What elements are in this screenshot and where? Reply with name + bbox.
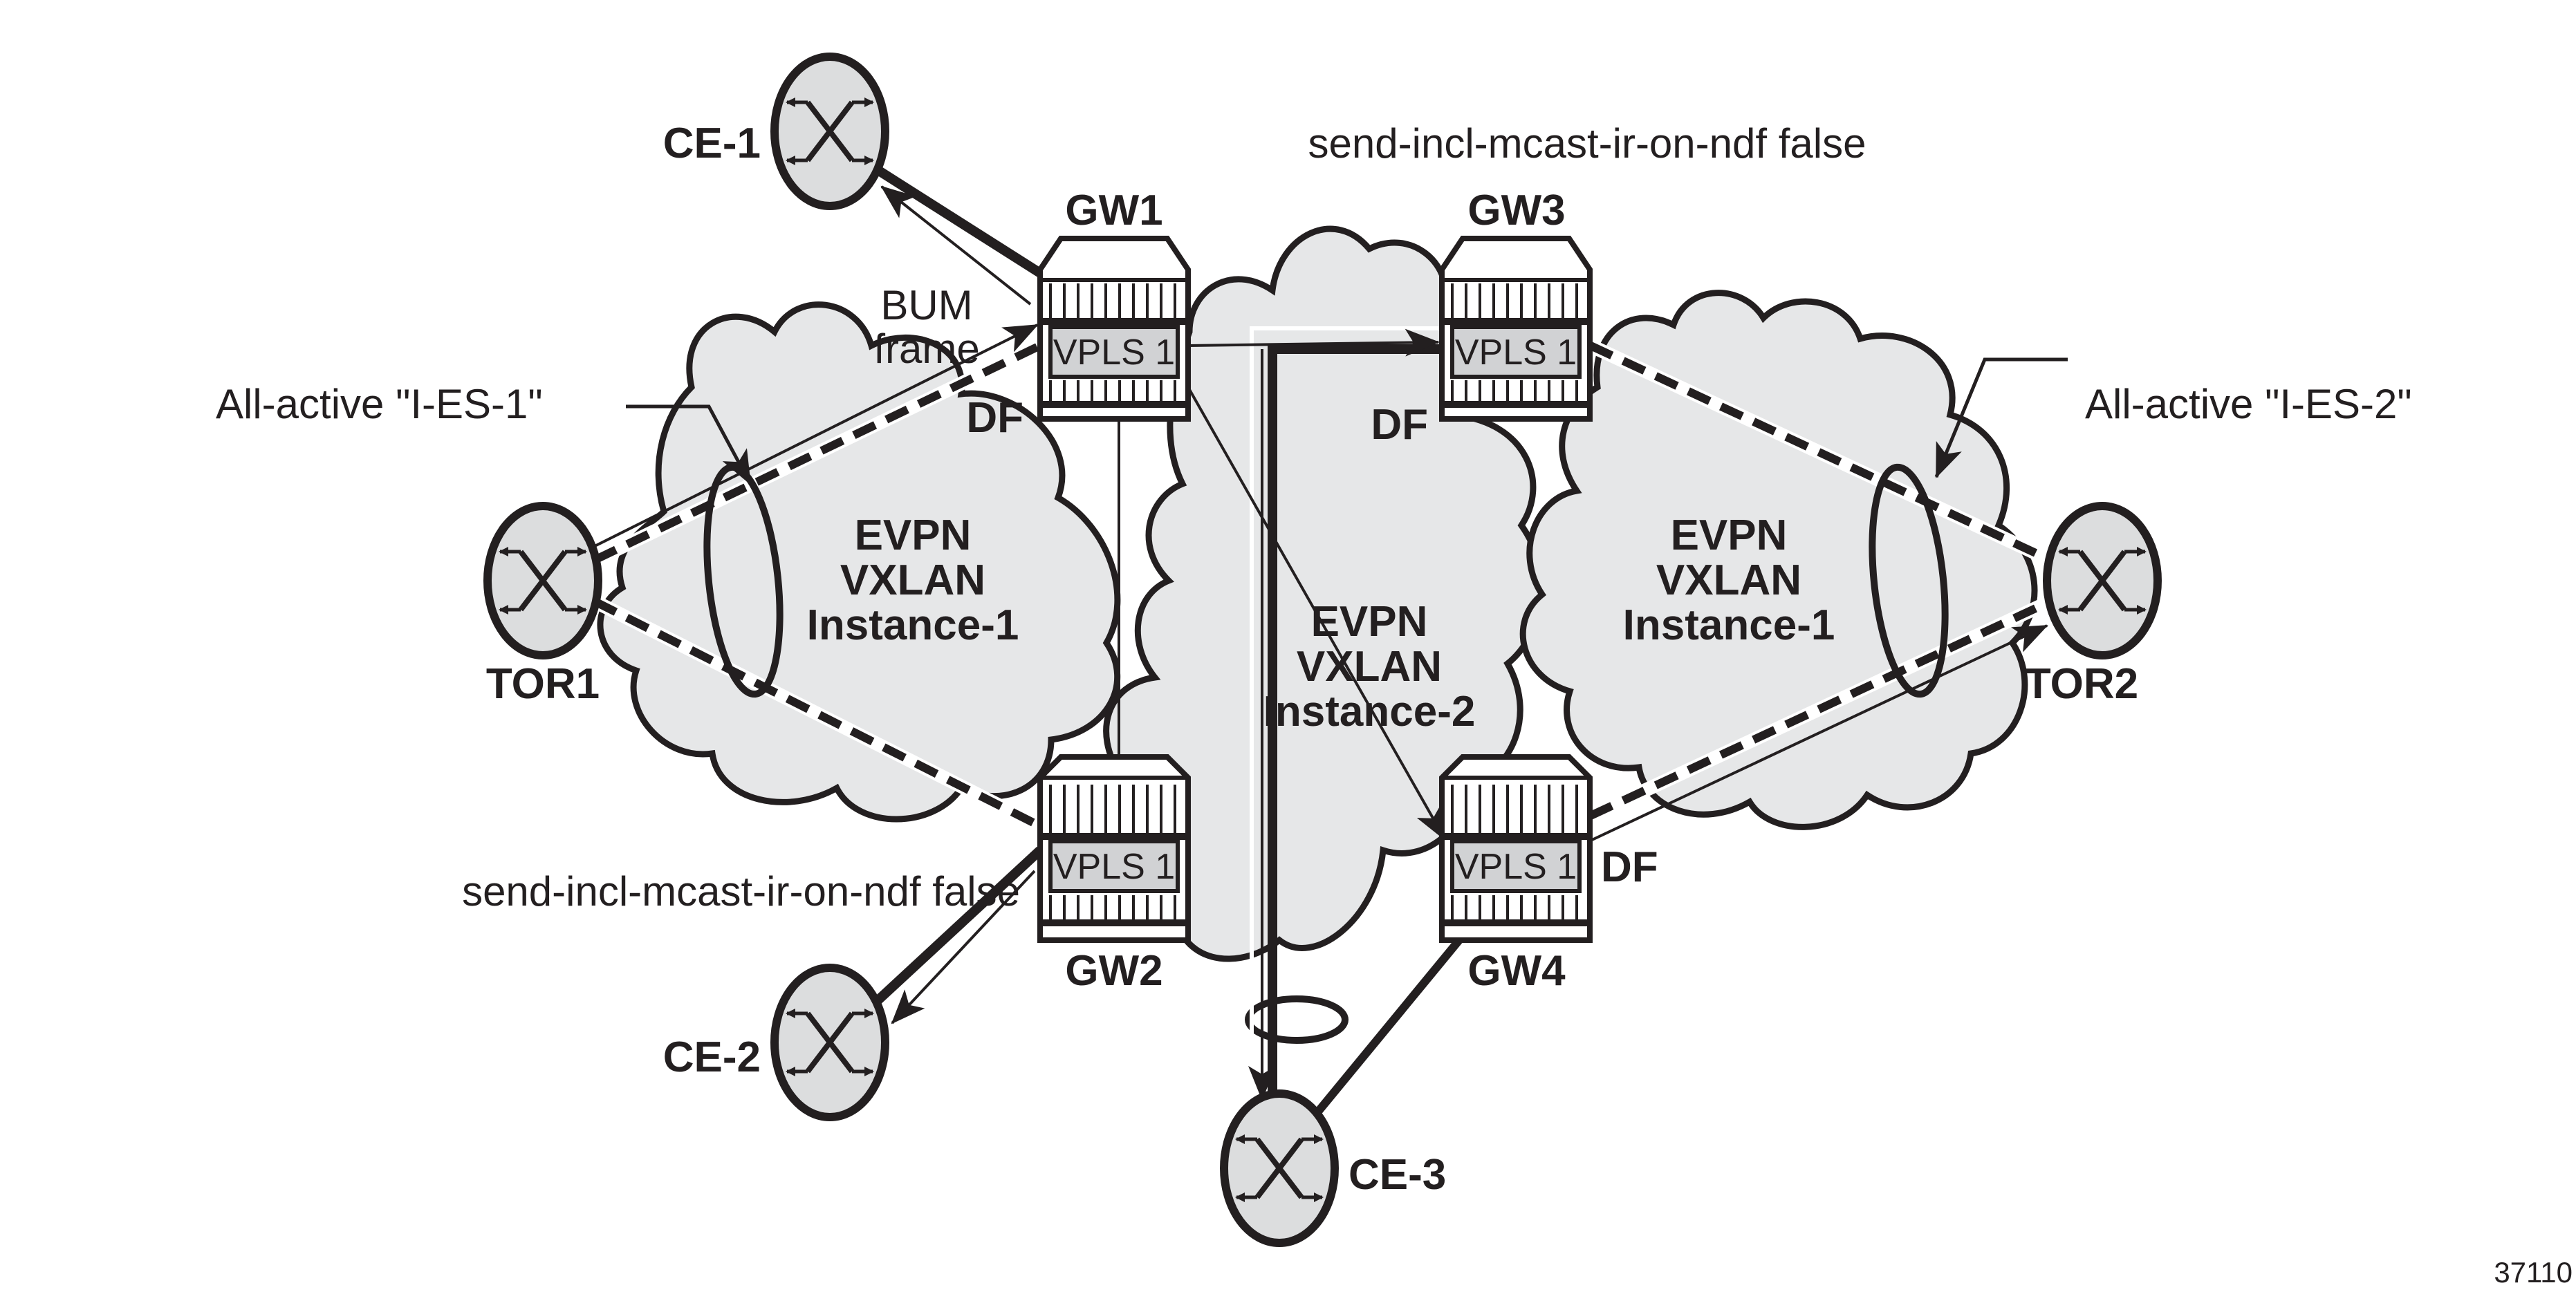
link-gw3-ce3 [1268,344,1442,1120]
es2-link-gw3 [1588,341,2053,564]
ce3-label: CE-3 [1349,1151,1446,1199]
gateway-gw3[interactable]: VPLS 1 [1439,236,1593,422]
gateway-gw2[interactable]: VPLS 1 [1037,754,1191,943]
gw4-df-badge: DF [1601,843,1658,891]
bum-label-line1: BUM [880,282,972,328]
link-gw2-ce2 [861,846,1044,1017]
gw4-label: GW4 [1467,947,1566,995]
es1-label: All-active "I-ES-1" [216,381,543,427]
svg-text:Instance-2: Instance-2 [1263,688,1476,736]
cloud-right-instance-1 [1519,290,2038,830]
ce1-label: CE-1 [663,120,761,167]
es2-label: All-active "I-ES-2" [2085,381,2412,427]
gw2-label: GW2 [1065,947,1162,995]
svg-text:VXLAN: VXLAN [1297,643,1442,691]
cloud-left-instance-1 [597,301,1121,823]
gateway-gw1[interactable]: VPLS 1 [1037,236,1191,422]
es2-link-gw4 [1588,597,2053,820]
es1-link-gw2 [593,597,1042,830]
svg-text:Instance-1: Instance-1 [807,601,1019,649]
gw1-label: GW1 [1065,187,1162,234]
gateway-gw4[interactable]: VPLS 1 [1439,754,1593,943]
node-tor2[interactable] [2043,502,2162,659]
cloud-right-label: EVPN VXLAN Instance-1 [1623,512,1835,649]
svg-text:EVPN: EVPN [1671,512,1788,559]
bum-flow-arrows [594,185,2048,1101]
tor1-label: TOR1 [486,660,600,708]
figure-id: 37110 [2494,1256,2573,1289]
es1-link-gw1 [593,341,1042,564]
gw2-vpls-label: VPLS 1 [1053,847,1175,887]
gw1-vpls-label: VPLS 1 [1053,333,1175,373]
es-links-dashed [593,341,2053,830]
gw2-config-note: send-incl-mcast-ir-on-ndf false [462,868,1020,915]
gw3-df-badge: DF [1371,401,1428,449]
bum-arrow-gw2-ce2 [891,870,1036,1024]
cloud-center-label: EVPN VXLAN Instance-2 [1263,598,1476,736]
top-config-note: send-incl-mcast-ir-on-ndf false [1308,120,1866,167]
svg-text:VXLAN: VXLAN [1656,556,1801,604]
svg-text:Instance-1: Instance-1 [1623,601,1835,649]
bum-arrow-gw1-gw3 [1187,328,1440,357]
bum-arrow-gw1-gw4 [1187,386,1447,841]
node-ce2[interactable] [770,964,889,1121]
tor2-label: TOR2 [2025,660,2138,708]
bum-arrow-gw1-ce1 [880,185,1032,306]
gw3-vpls-service[interactable] [1450,325,1582,379]
gw1-df-badge: DF [966,394,1023,442]
bum-label-line2: frame [873,326,979,372]
ce2-label: CE-2 [663,1033,761,1081]
gw4-vpls-label: VPLS 1 [1455,847,1577,887]
link-gw4-ce3 [1302,937,1463,1130]
es2-callout-leader [1934,357,2068,478]
link-gw1-ce1 [869,162,1043,277]
bum-arrow-tor1-gw1 [594,324,1039,547]
es1-callout-leader [626,404,752,485]
bum-arrow-gw4-tor2 [1591,624,2048,841]
node-ce3[interactable] [1220,1089,1339,1247]
svg-text:EVPN: EVPN [855,512,972,559]
svg-text:VXLAN: VXLAN [840,556,985,604]
node-tor1[interactable] [483,502,602,659]
link-gw3-ce3-outline [1250,326,1442,1120]
gw1-vpls-service[interactable] [1048,325,1180,379]
es2-ellipse [1869,463,1949,698]
gw4-vpls-service[interactable] [1450,839,1582,893]
cloud-left-label: EVPN VXLAN Instance-1 [807,512,1019,649]
gw3-vpls-label: VPLS 1 [1455,333,1577,373]
svg-text:EVPN: EVPN [1311,598,1428,646]
gw3-label: GW3 [1467,187,1565,234]
gw2-vpls-service[interactable] [1048,839,1180,893]
ce3-lag-ellipse [1245,995,1349,1044]
node-ce1[interactable] [770,53,889,210]
